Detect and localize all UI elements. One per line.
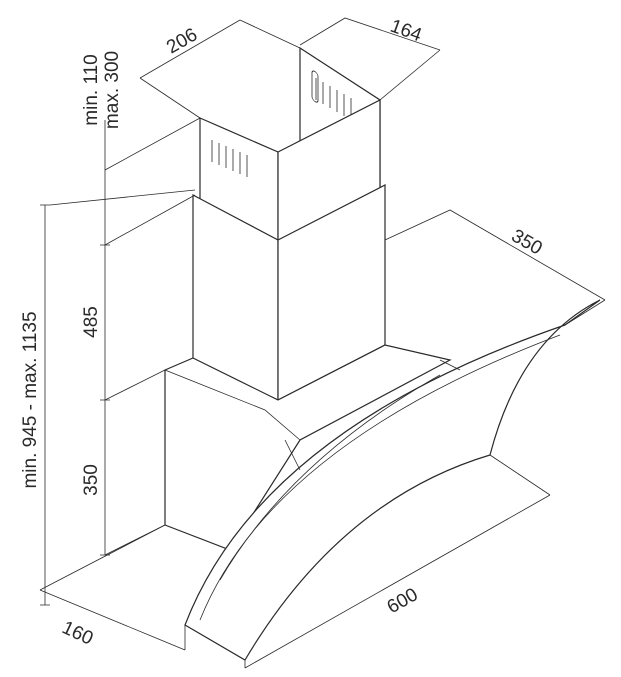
label-chimney-width: 206 (163, 24, 201, 58)
motor-body (164, 344, 452, 551)
label-chimney-depth: 164 (387, 16, 424, 47)
label-glass-depth: 350 (508, 225, 546, 259)
glass-panel (184, 299, 601, 661)
label-width: 600 (384, 584, 422, 618)
vent-slots-front (211, 140, 248, 177)
lower-chimney (192, 184, 386, 401)
vent-slots-back (315, 78, 352, 120)
label-body-height: 350 (81, 464, 102, 496)
label-body-depth: 160 (59, 617, 97, 649)
label-chimney-ext-min: min. 110 (81, 54, 102, 125)
label-chimney-height: 485 (81, 306, 102, 338)
dimension-lines (39, 17, 606, 669)
label-chimney-ext-max: max. 300 (102, 51, 123, 129)
label-total-height: min. 945 - max. 1135 (20, 311, 41, 488)
